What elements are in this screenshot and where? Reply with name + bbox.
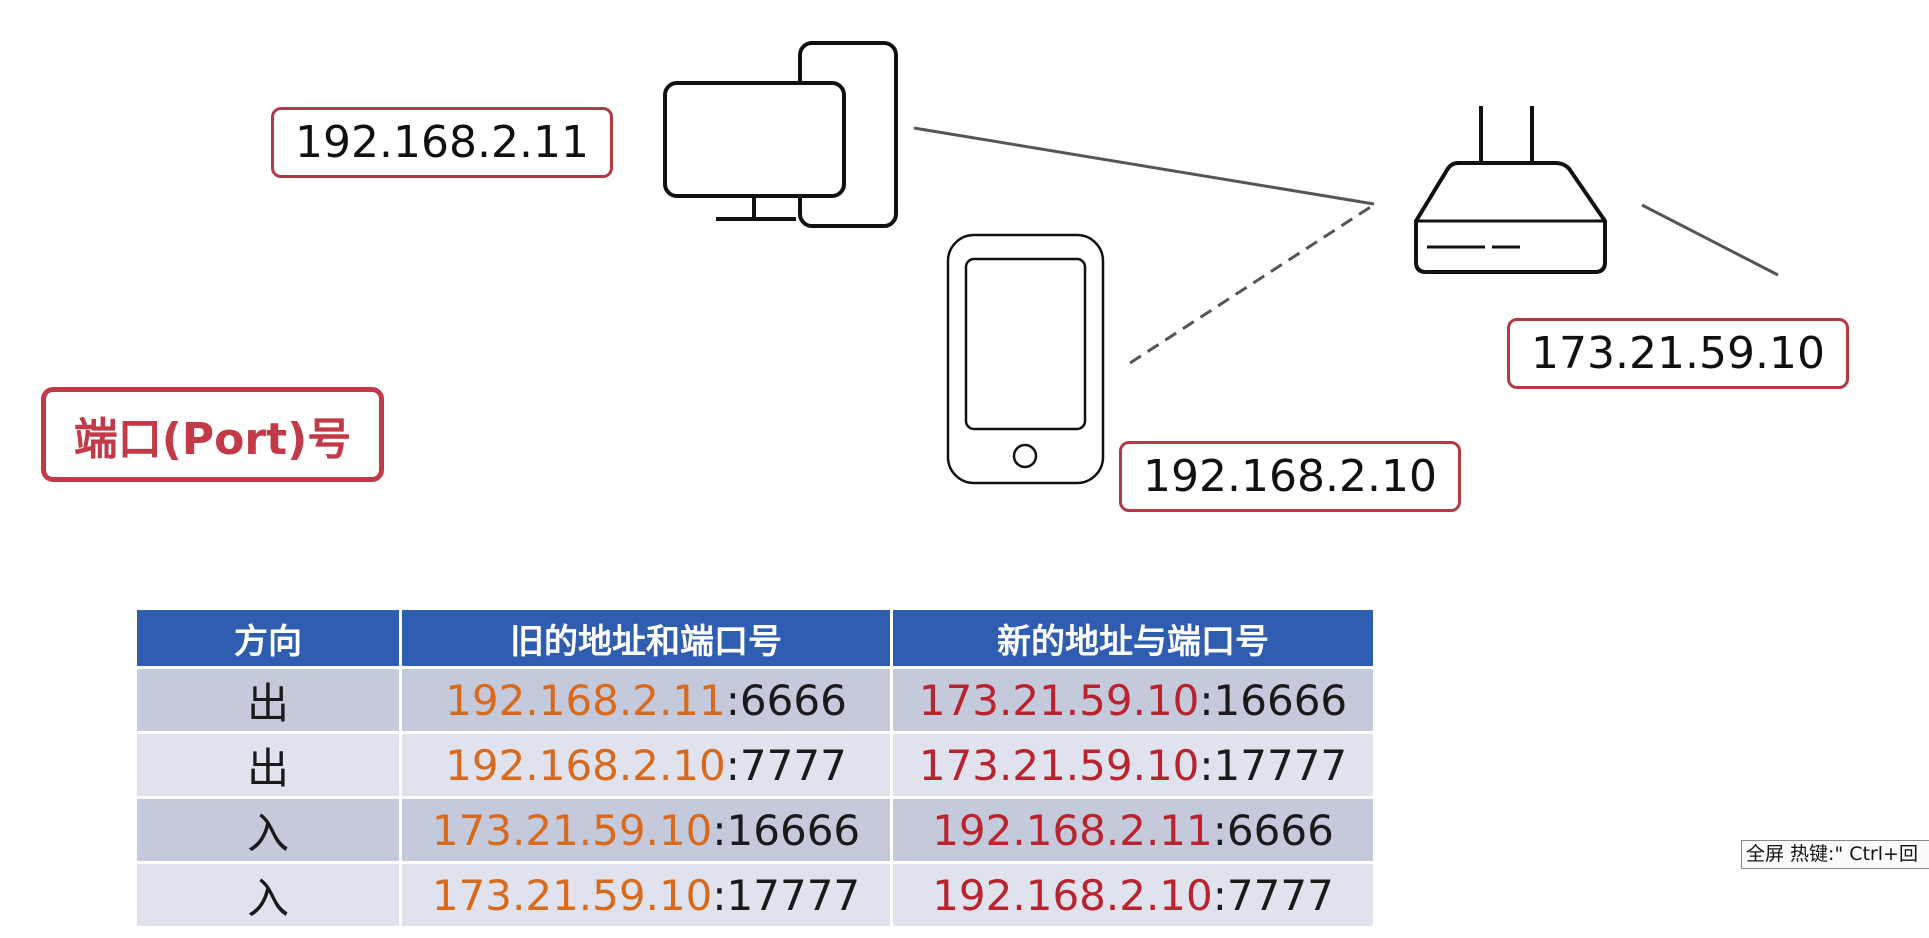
- phone-router-wireless-link: [1129, 204, 1373, 365]
- pc-router-link: [913, 126, 1375, 206]
- mobile-phone-icon: [946, 233, 1105, 485]
- column-header-old-address: 旧的地址和端口号: [399, 607, 893, 669]
- router-public-ip-label: 173.21.59.10: [1507, 318, 1849, 389]
- old-address-cell: 173.21.59.10:17777: [399, 861, 893, 929]
- direction-cell: 出: [134, 731, 402, 799]
- direction-cell: 入: [134, 861, 402, 929]
- router-icon: [1414, 106, 1607, 274]
- new-address-cell: 173.21.59.10:17777: [890, 731, 1376, 799]
- new-address-cell: 173.21.59.10:16666: [890, 666, 1376, 734]
- old-port: :16666: [712, 805, 861, 855]
- new-ip: 192.168.2.11: [932, 805, 1213, 855]
- old-ip: 192.168.2.11: [445, 675, 726, 725]
- old-address-cell: 192.168.2.10:7777: [399, 731, 893, 799]
- old-ip: 173.21.59.10: [431, 805, 713, 855]
- column-header-direction: 方向: [134, 607, 402, 669]
- direction-cell: 出: [134, 666, 402, 734]
- new-ip: 173.21.59.10: [918, 675, 1200, 725]
- table-row: 出 192.168.2.10:7777 173.21.59.10:17777: [134, 731, 1376, 799]
- old-ip: 173.21.59.10: [431, 870, 713, 920]
- new-address-cell: 192.168.2.10:7777: [890, 861, 1376, 929]
- pc-ip-label: 192.168.2.11: [271, 107, 613, 178]
- old-port: :17777: [712, 870, 861, 920]
- column-header-new-address: 新的地址与端口号: [890, 607, 1376, 669]
- old-port: :7777: [725, 740, 847, 790]
- table-row: 出 192.168.2.11:6666 173.21.59.10:16666: [134, 666, 1376, 734]
- old-address-cell: 173.21.59.10:16666: [399, 796, 893, 864]
- router-wan-link: [1641, 203, 1779, 277]
- table-row: 入 173.21.59.10:16666 192.168.2.11:6666: [134, 796, 1376, 864]
- old-address-cell: 192.168.2.11:6666: [399, 666, 893, 734]
- new-port: :17777: [1199, 740, 1348, 790]
- phone-ip-label: 192.168.2.10: [1119, 441, 1461, 512]
- direction-cell: 入: [134, 796, 402, 864]
- nat-table: 方向 旧的地址和端口号 新的地址与端口号 出 192.168.2.11:6666…: [134, 607, 1376, 929]
- fullscreen-hotkey-tooltip: 全屏 热键:" Ctrl+回: [1741, 840, 1929, 869]
- new-ip: 192.168.2.10: [932, 870, 1213, 920]
- new-ip: 173.21.59.10: [918, 740, 1200, 790]
- desktop-computer-icon: [663, 41, 898, 228]
- old-port: :6666: [725, 675, 847, 725]
- new-port: :6666: [1212, 805, 1334, 855]
- new-address-cell: 192.168.2.11:6666: [890, 796, 1376, 864]
- new-port: :7777: [1212, 870, 1334, 920]
- page-title: 端口(Port)号: [41, 387, 384, 482]
- new-port: :16666: [1199, 675, 1348, 725]
- table-row: 入 173.21.59.10:17777 192.168.2.10:7777: [134, 861, 1376, 929]
- table-header-row: 方向 旧的地址和端口号 新的地址与端口号: [134, 607, 1376, 669]
- old-ip: 192.168.2.10: [445, 740, 726, 790]
